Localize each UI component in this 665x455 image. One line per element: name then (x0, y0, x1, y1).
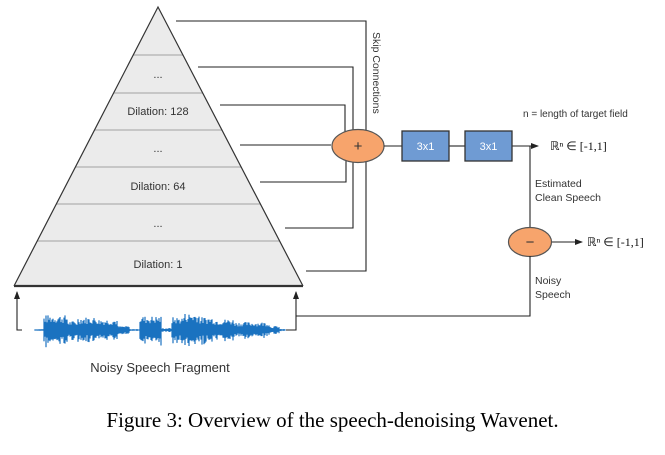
conv-block-label: 3x1 (417, 141, 435, 153)
output-range-top: ℝⁿ ∈ [-1,1] (550, 139, 607, 153)
skip-connections (176, 20, 367, 272)
difference-node: − (507, 226, 553, 258)
output-range-bottom: ℝⁿ ∈ [-1,1] (587, 235, 644, 249)
figure-caption: Figure 3: Overview of the speech-denoisi… (106, 408, 559, 432)
layer-label: Dilation: 128 (127, 106, 188, 118)
conv-block-1: 3x1 (401, 130, 450, 162)
skip-line (198, 66, 354, 131)
layer-label: Dilation: 1 (134, 259, 183, 271)
noisy-speech-label: Noisy (535, 275, 562, 287)
skip-connections-label: Skip Connections (370, 32, 382, 114)
layer-label: ... (153, 143, 162, 155)
noisy-speech-waveform (34, 314, 286, 348)
layer-label: Dilation: 64 (130, 181, 185, 193)
input-arrow-left (14, 291, 22, 331)
conv-block-2: 3x1 (464, 130, 513, 162)
skip-line (176, 20, 367, 134)
noisy-speech-label: Speech (535, 289, 571, 301)
skip-line (285, 162, 354, 229)
input-label: Noisy Speech Fragment (90, 360, 230, 375)
estimated-clean-speech-label: Clean Speech (535, 192, 601, 204)
minus-icon: − (526, 234, 535, 251)
skip-line (306, 159, 367, 272)
skip-line (260, 160, 347, 183)
skip-line (220, 104, 346, 133)
layer-label: ... (153, 218, 162, 230)
conv-block-label: 3x1 (480, 141, 498, 153)
sum-node: + (331, 128, 385, 164)
dilation-pyramid: ... Dilation: 128 ... Dilation: 64 ... D… (13, 5, 304, 288)
plus-icon: + (354, 138, 363, 155)
noisy-speech-path (296, 256, 531, 317)
input-arrow-right (286, 291, 299, 331)
estimated-clean-speech-label: Estimated (535, 178, 582, 190)
target-field-note: n = length of target field (523, 109, 628, 120)
layer-label: ... (153, 69, 162, 81)
